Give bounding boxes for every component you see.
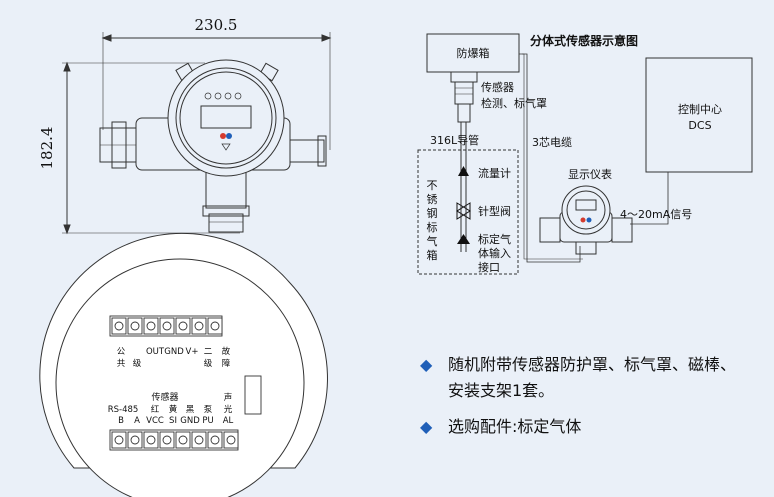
inlet-label-3: 接口 bbox=[478, 261, 500, 274]
svg-text:光: 光 bbox=[224, 404, 233, 415]
svg-text:红: 红 bbox=[151, 404, 160, 415]
svg-text:公: 公 bbox=[117, 347, 126, 357]
bullet-item: ◆ 随机附带传感器防护罩、标气罩、磁棒、 安装支架1套。 bbox=[420, 352, 770, 404]
svg-text:钢: 钢 bbox=[427, 207, 438, 220]
height-dimension: 182.4 bbox=[38, 127, 56, 170]
svg-text:箱: 箱 bbox=[427, 248, 438, 262]
control-center-box bbox=[645, 57, 753, 173]
diamond-bullet-icon: ◆ bbox=[420, 355, 433, 374]
bullet-text-line1: 选购配件:标定气体 bbox=[448, 417, 582, 436]
svg-text:黄: 黄 bbox=[169, 404, 178, 415]
svg-text:PU: PU bbox=[202, 416, 213, 426]
svg-text:二: 二 bbox=[204, 347, 213, 357]
svg-text:GND: GND bbox=[180, 416, 200, 426]
sensor-header: 传感器 bbox=[151, 391, 178, 403]
svg-text:级: 级 bbox=[133, 358, 142, 369]
bottom-terminal-block bbox=[109, 429, 239, 451]
svg-text:障: 障 bbox=[222, 358, 231, 369]
inlet-arrow-icon bbox=[457, 234, 470, 244]
svg-text:不: 不 bbox=[427, 179, 438, 192]
svg-text:泵: 泵 bbox=[204, 405, 213, 415]
top-terminal-labels: 公 共 级 OUT GND V+ 二 级 故 障 bbox=[117, 346, 231, 369]
svg-text:SI: SI bbox=[169, 416, 177, 426]
svg-text:声: 声 bbox=[224, 392, 233, 403]
split-diagram-title: 分体式传感器示意图 bbox=[530, 33, 638, 48]
gas-cabinet bbox=[417, 149, 519, 275]
svg-text:A: A bbox=[134, 416, 140, 426]
box-label: 防爆箱 bbox=[457, 46, 490, 60]
svg-text:VCC: VCC bbox=[146, 416, 164, 426]
inlet-label-2: 体输入 bbox=[478, 246, 511, 260]
bottom-terminal-labels: RS-485 B A 红 VCC 黄 SI 黑 GND 泵 PU 声 光 AL bbox=[108, 392, 234, 426]
cable-label: 3芯电缆 bbox=[532, 135, 572, 149]
device-drawing bbox=[62, 32, 332, 235]
inlet-label-1: 标定气 bbox=[478, 232, 511, 246]
needle-valve-icon bbox=[456, 202, 471, 220]
svg-text:级: 级 bbox=[204, 358, 213, 369]
display-label: 显示仪表 bbox=[568, 167, 612, 181]
accessories-list: ◆ 随机附带传感器防护罩、标气罩、磁棒、 安装支架1套。 ◆ 选购配件:标定气体 bbox=[420, 352, 770, 450]
width-dimension: 230.5 bbox=[195, 16, 238, 34]
logo-dot-blue bbox=[226, 133, 232, 139]
top-terminal-block bbox=[109, 315, 223, 337]
signal-label: 4～20mA信号 bbox=[620, 208, 692, 221]
svg-text:标: 标 bbox=[427, 220, 438, 234]
bullet-text-line1: 随机附带传感器防护罩、标气罩、磁棒、 bbox=[448, 355, 737, 374]
svg-text:B: B bbox=[118, 416, 124, 426]
svg-text:共: 共 bbox=[117, 359, 126, 369]
dcs-label: DCS bbox=[688, 119, 711, 132]
terminal-board-outline bbox=[55, 258, 305, 497]
diamond-bullet-icon: ◆ bbox=[420, 417, 433, 436]
explosion-proof-box bbox=[426, 33, 520, 73]
alarm-terminal bbox=[244, 375, 262, 415]
control-center-label: 控制中心 bbox=[678, 102, 722, 116]
bullet-item: ◆ 选购配件:标定气体 bbox=[420, 414, 770, 440]
bullet-text-line2: 安装支架1套。 bbox=[448, 381, 555, 400]
sensor-cover-label: 检测、标气罩 bbox=[481, 96, 547, 110]
svg-text:AL: AL bbox=[223, 416, 234, 426]
svg-text:气: 气 bbox=[427, 234, 438, 248]
sensor-label: 传感器 bbox=[481, 81, 514, 94]
svg-text:RS-485: RS-485 bbox=[108, 405, 139, 415]
gas-box-vertical-label: 不 锈 钢 标 气 箱 bbox=[427, 179, 438, 262]
logo-dot-red bbox=[220, 133, 226, 139]
pipe-label: 316L导管 bbox=[430, 133, 479, 147]
split-sensor-diagram bbox=[417, 33, 753, 275]
svg-text:OUT: OUT bbox=[146, 347, 165, 357]
svg-text:故: 故 bbox=[222, 346, 231, 357]
svg-text:GND: GND bbox=[164, 347, 184, 357]
flowmeter-icon bbox=[458, 166, 469, 176]
svg-text:黑: 黑 bbox=[186, 405, 195, 415]
svg-text:锈: 锈 bbox=[427, 193, 438, 206]
needle-valve-label: 针型阀 bbox=[478, 204, 511, 218]
svg-text:V+: V+ bbox=[186, 347, 199, 357]
flowmeter-label: 流量计 bbox=[478, 166, 511, 180]
